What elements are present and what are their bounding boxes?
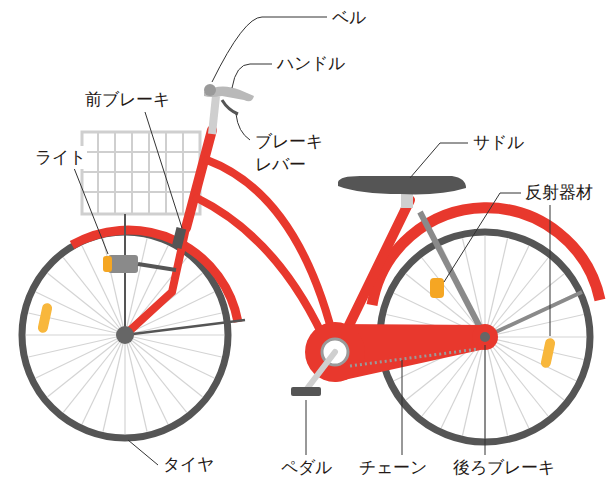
brake-lever — [222, 100, 238, 114]
part-label: タイヤ — [162, 453, 215, 476]
spoke — [485, 337, 508, 436]
stem — [212, 96, 216, 134]
spoke — [485, 337, 529, 428]
pedal — [291, 387, 321, 396]
spoke — [125, 335, 147, 432]
spoke — [29, 335, 126, 357]
spoke — [36, 335, 125, 378]
seat-stay — [420, 212, 485, 337]
part-label: 反射器材 — [524, 181, 594, 204]
spoke — [485, 336, 586, 337]
spoke — [82, 335, 125, 424]
part-label: ペダル — [280, 456, 333, 479]
spoke — [485, 337, 576, 381]
reflector — [540, 337, 556, 368]
front-tire — [22, 232, 228, 438]
spoke — [125, 335, 214, 378]
spoke — [125, 335, 168, 424]
spoke — [485, 246, 529, 337]
part-label: ベル — [331, 6, 367, 29]
reflector — [37, 302, 53, 333]
part-label: ブレーキ レバー — [254, 130, 334, 176]
reflector — [430, 278, 444, 298]
leader-lines — [72, 17, 550, 465]
frame — [125, 130, 410, 352]
front-hub — [116, 326, 134, 344]
light — [103, 255, 176, 273]
spoke — [485, 315, 584, 338]
spoke — [125, 334, 224, 335]
bell — [204, 84, 216, 96]
spoke — [484, 236, 485, 337]
basket — [82, 132, 212, 335]
chain — [350, 349, 478, 366]
part-label: ライト — [34, 146, 87, 169]
spoke — [463, 239, 486, 338]
crank-arm — [306, 352, 335, 390]
rear-fender — [372, 208, 600, 305]
part-label: 前ブレーキ — [84, 88, 171, 111]
carrier-strut — [485, 292, 582, 337]
spoke — [124, 335, 125, 434]
spoke — [103, 239, 125, 336]
rear-hub — [480, 332, 490, 342]
saddle — [338, 176, 466, 194]
part-label: 後ろブレーキ — [452, 456, 556, 479]
part-label: サドル — [472, 131, 525, 154]
spoke — [26, 334, 125, 335]
front-brake — [172, 227, 187, 249]
part-label: ハンドル — [276, 52, 346, 75]
part-label: チェーン — [358, 456, 428, 479]
spoke — [36, 292, 125, 335]
